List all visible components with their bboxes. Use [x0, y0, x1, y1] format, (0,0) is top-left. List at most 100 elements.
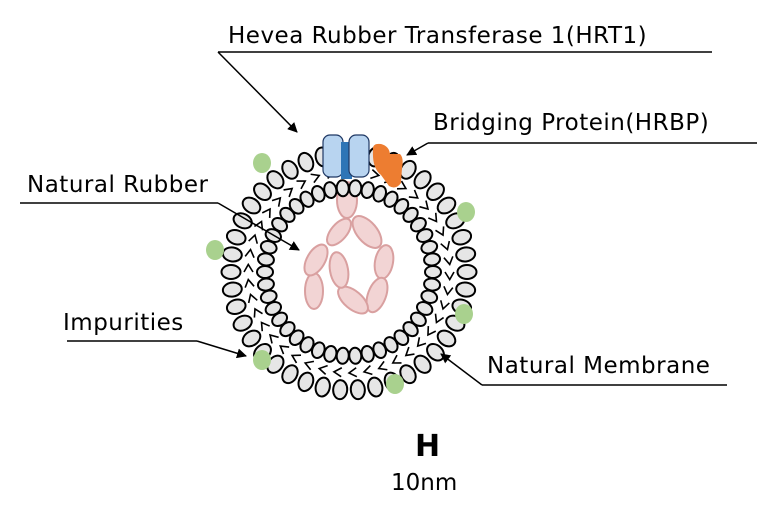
lipid-tail: [391, 354, 402, 364]
lipid-head-outer: [413, 354, 432, 374]
lipid-head-inner: [424, 265, 442, 279]
lipid-head-outer: [455, 246, 477, 263]
natural-membrane-callout: Natural Membrane: [440, 353, 727, 386]
impurities: [206, 153, 475, 394]
lipid-head-outer: [436, 196, 457, 215]
lipid-tail: [279, 345, 290, 355]
lipid-tail: [427, 326, 437, 337]
lipid-tail: [443, 256, 454, 266]
lipid-head-outer: [297, 151, 315, 173]
lipid-tail: [443, 285, 454, 297]
rubber-monomer: [326, 217, 352, 247]
lipid-head-inner: [256, 265, 274, 279]
impurity-particle: [386, 374, 404, 394]
lipid-head-outer: [456, 264, 478, 280]
rubber-monomer: [373, 244, 395, 280]
impurity-particle: [457, 202, 475, 222]
lipid-tail: [444, 271, 455, 282]
lipid-tail: [244, 247, 255, 259]
lipid-head-outer: [232, 314, 253, 332]
lipid-tail: [290, 354, 302, 364]
lipid-head-outer: [225, 228, 247, 246]
lipid-head-outer: [426, 182, 445, 201]
lipid-head-outer: [349, 379, 366, 401]
lipid-head-outer: [253, 182, 272, 201]
lipid-tail: [370, 169, 381, 180]
rubber-monomer: [365, 276, 389, 314]
lipid-tail: [268, 333, 279, 344]
lipid-head-outer: [221, 246, 243, 263]
lipid-tail: [248, 233, 259, 244]
impurities-callout: Impurities: [63, 310, 247, 359]
lipid-head-outer: [451, 228, 473, 246]
natural-rubber-callout: Natural Rubber: [20, 172, 300, 251]
lipid-tail: [260, 321, 271, 332]
lipid-tail: [332, 367, 343, 378]
lipid-tail: [440, 240, 451, 252]
lipid-tail: [261, 207, 271, 218]
lipid-tail: [377, 360, 388, 371]
lipid-tail: [396, 180, 408, 190]
lipid-tail: [404, 346, 415, 357]
hrt1-protein: [322, 134, 370, 179]
lipid-tail: [271, 196, 282, 207]
natural-rubber-chains: [303, 181, 395, 315]
lipid-tail: [296, 180, 307, 190]
lipid-head-outer: [220, 264, 242, 280]
natural-rubber-label: Natural Rubber: [27, 172, 209, 198]
lipid-head-outer: [225, 298, 247, 316]
hrbp-protein: [372, 143, 403, 188]
impurities-label: Impurities: [63, 310, 184, 336]
lipid-tail: [347, 367, 358, 378]
rubber-monomer: [303, 243, 329, 277]
lipid-head-inner: [423, 277, 442, 292]
lipid-tail: [435, 226, 445, 237]
impurity-particle: [206, 240, 224, 260]
scale-text: 10nm: [391, 470, 457, 496]
lipid-tail: [439, 300, 450, 311]
hrt1-lobe-right: [348, 134, 370, 178]
hrt1-callout: Hevea Rubber Transferase 1(HRT1): [217, 23, 712, 133]
impurity-particle: [455, 304, 473, 324]
hrbp-label: Bridging Protein(HRBP): [433, 110, 709, 136]
lipid-head-outer: [281, 364, 299, 385]
lipid-tail: [362, 365, 373, 376]
lipid-head-outer: [221, 281, 243, 298]
lipid-tail: [434, 313, 445, 324]
lipid-head-inner: [335, 346, 350, 365]
lipid-head-outer: [266, 170, 285, 190]
lipid-tail: [247, 292, 258, 304]
lipid-head-inner: [348, 346, 363, 365]
lipid-tail: [283, 187, 294, 198]
lipid-head-outer: [314, 376, 331, 398]
lipid-head-inner: [256, 252, 275, 267]
lipid-head-inner: [423, 252, 442, 267]
lipid-tail: [244, 278, 255, 288]
scale-bar-symbol: H: [415, 429, 440, 464]
lipid-head-outer: [232, 212, 253, 230]
hrt1-core: [341, 142, 352, 179]
lipid-head-outer: [241, 329, 262, 348]
lipid-tail: [310, 173, 321, 184]
lipid-tail: [416, 337, 427, 348]
lipid-head-inner: [335, 179, 350, 198]
lipid-tail: [253, 307, 263, 318]
lipid-tail: [317, 364, 328, 375]
lipid-head-outer: [241, 196, 262, 215]
lipid-head-outer: [367, 376, 384, 398]
lipid-tail: [243, 262, 254, 273]
lipid-head-outer: [413, 170, 432, 190]
rubber-monomer: [304, 272, 324, 310]
lipid-tail: [408, 189, 419, 199]
rubber-monomer: [351, 215, 383, 249]
lipid-head-inner: [348, 179, 363, 198]
lipid-tail: [303, 360, 315, 371]
lipid-head-inner: [256, 277, 275, 292]
impurity-particle: [253, 153, 271, 173]
lipid-head-outer: [455, 281, 477, 298]
lipid-head-outer: [297, 371, 315, 393]
impurity-particle: [253, 350, 271, 370]
scale-indicator: H 10nm: [391, 429, 457, 496]
